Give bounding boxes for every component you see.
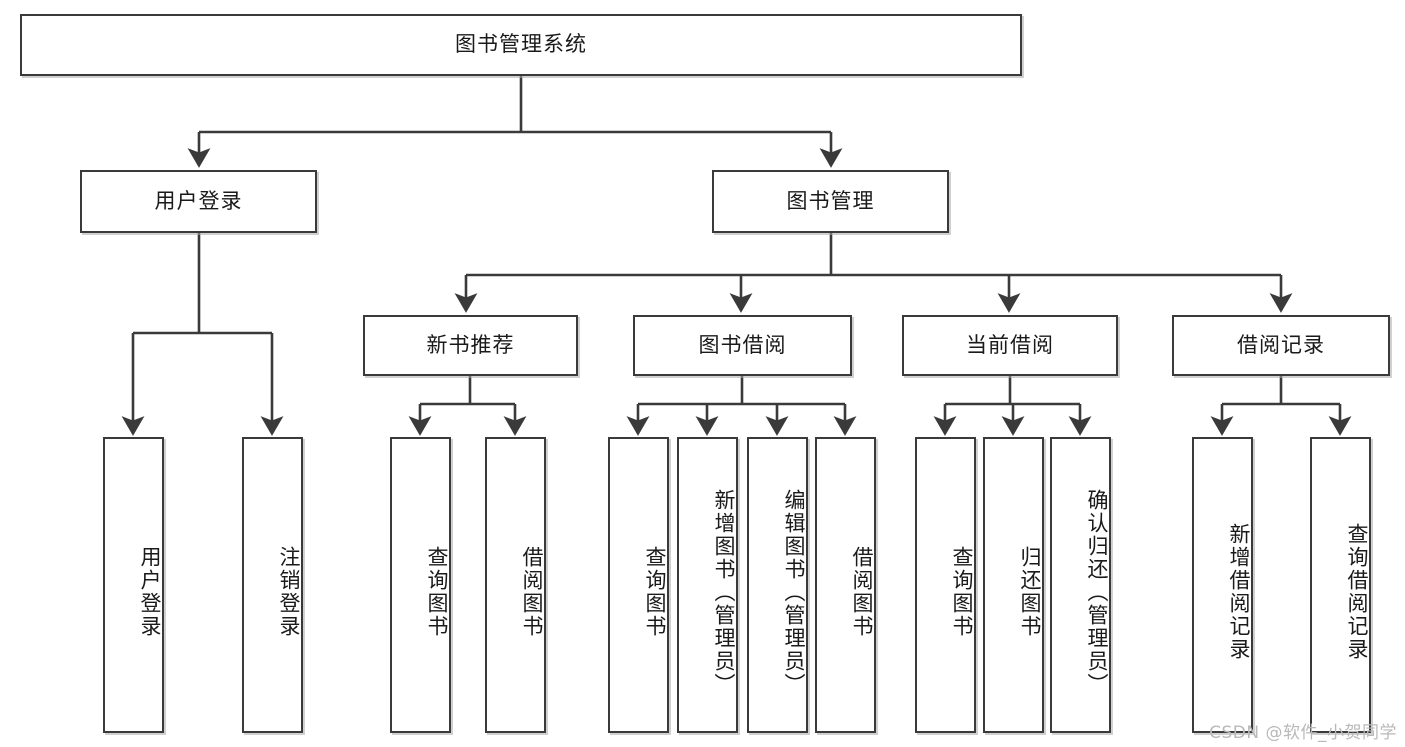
node-label: 归还图书 — [1018, 546, 1042, 638]
leaf-query-book-borrow[interactable]: 查询图书 — [608, 437, 669, 733]
node-label: 当前借阅 — [966, 332, 1054, 357]
node-label: 编辑图书（管理员） — [782, 488, 806, 696]
csdn-watermark: CSDN @软件_小贺同学 — [1209, 723, 1397, 743]
node-label: 图书管理 — [786, 188, 875, 213]
leaf-borrow-book-recommend[interactable]: 借阅图书 — [485, 437, 546, 733]
leaf-edit-book-admin[interactable]: 编辑图书（管理员） — [747, 437, 808, 733]
node-new-book-recommend[interactable]: 新书推荐 — [363, 315, 578, 376]
node-label: 新增借阅记录 — [1227, 523, 1251, 661]
node-label: 确认归还（管理员） — [1085, 488, 1109, 696]
node-label: 新书推荐 — [426, 332, 515, 357]
node-label: 查询图书 — [643, 546, 667, 638]
leaf-user-login[interactable]: 用户登录 — [103, 437, 164, 733]
node-label: 借阅图书 — [850, 546, 874, 638]
leaf-query-book-current[interactable]: 查询图书 — [915, 437, 976, 733]
node-label: 图书借阅 — [698, 332, 787, 357]
leaf-add-book-admin[interactable]: 新增图书（管理员） — [677, 437, 738, 733]
node-book-borrow[interactable]: 图书借阅 — [633, 315, 852, 376]
node-label: 新增图书（管理员） — [712, 488, 736, 696]
node-book-management[interactable]: 图书管理 — [712, 170, 949, 233]
leaf-query-borrow-record[interactable]: 查询借阅记录 — [1310, 437, 1371, 733]
node-user-login[interactable]: 用户登录 — [80, 170, 317, 233]
node-label: 查询借阅记录 — [1345, 523, 1369, 661]
node-label: 注销登录 — [277, 546, 301, 638]
node-label: 借阅记录 — [1237, 332, 1325, 357]
leaf-borrow-book[interactable]: 借阅图书 — [815, 437, 876, 733]
node-label: 查询图书 — [950, 546, 974, 638]
leaf-confirm-return-admin[interactable]: 确认归还（管理员） — [1050, 437, 1111, 733]
node-borrow-record[interactable]: 借阅记录 — [1172, 315, 1390, 376]
node-current-borrow[interactable]: 当前借阅 — [902, 315, 1118, 376]
node-label: 图书管理系统 — [455, 32, 587, 57]
leaf-logout-login[interactable]: 注销登录 — [242, 437, 303, 733]
leaf-query-book-recommend[interactable]: 查询图书 — [390, 437, 451, 733]
leaf-return-book[interactable]: 归还图书 — [983, 437, 1044, 733]
node-label: 用户登录 — [138, 546, 162, 638]
node-root-book-management-system[interactable]: 图书管理系统 — [20, 14, 1022, 76]
node-label: 用户登录 — [154, 188, 243, 213]
node-label: 查询图书 — [425, 546, 449, 638]
node-label: 借阅图书 — [520, 546, 544, 638]
leaf-add-borrow-record[interactable]: 新增借阅记录 — [1192, 437, 1253, 733]
